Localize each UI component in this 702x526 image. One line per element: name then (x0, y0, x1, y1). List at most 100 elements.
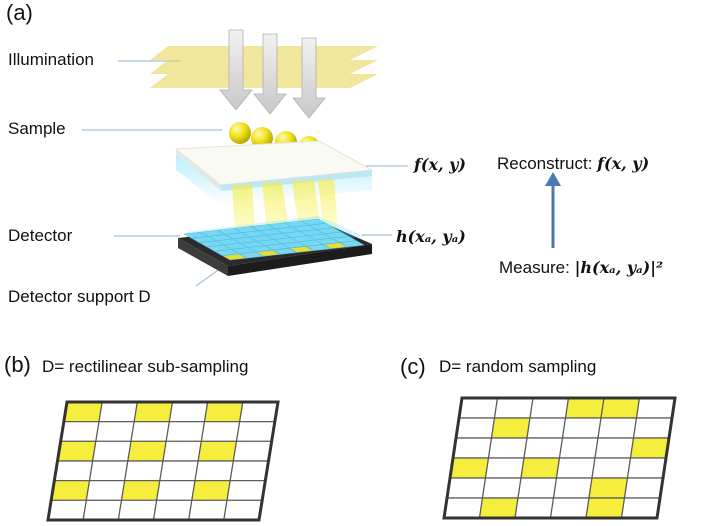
up-arrow-icon (545, 172, 561, 186)
panel-b-cell (200, 421, 241, 442)
down-arrow-icon (292, 37, 326, 119)
panel-c-cell (452, 437, 493, 459)
panel-b-cell (85, 480, 126, 501)
panel-c-grid (442, 396, 677, 520)
panel-b-cell (152, 499, 193, 521)
panel-b-cell (47, 499, 88, 521)
detector-field: h(xₐ, yₐ) (396, 227, 466, 246)
panel-c-cell (620, 497, 661, 519)
panel-c-cell (526, 417, 567, 439)
down-arrow-icon (253, 33, 287, 115)
panel-b-cell (98, 401, 139, 423)
detector-label: Detector (8, 226, 73, 245)
illumination-label: Illumination (8, 50, 94, 69)
panel-c-cell (458, 397, 499, 419)
panel-c-cell (529, 397, 570, 419)
panel-b-cell (123, 460, 164, 482)
panel-c-cell (481, 477, 522, 499)
panel-b-cell (88, 460, 129, 482)
panel-c-sampled-cell (449, 457, 490, 479)
panel-b-sampled-cell (50, 480, 91, 501)
panel-b-cell (95, 421, 135, 442)
panel-b-cell (130, 421, 171, 442)
panel-b-sampled-cell (120, 480, 161, 501)
panel-b-sampled-cell (191, 480, 231, 501)
detector-glow (186, 216, 364, 256)
panel-a-label: (a) (6, 0, 33, 25)
detector-support-label: Detector support D (8, 287, 151, 306)
panel-c-cell (597, 417, 638, 439)
panel-b-cell (82, 499, 123, 521)
illumination-arrows (219, 29, 326, 119)
sample-label: Sample (8, 119, 66, 138)
panel-b-cell (223, 499, 263, 521)
measure-prefix: Measure: (499, 258, 575, 277)
panel-b-cell (235, 421, 276, 442)
panel-b-cell (165, 421, 206, 442)
panel-c-sampled-cell (490, 417, 531, 439)
panel-c-sampled-cell (629, 437, 670, 459)
panel-c-cell (549, 497, 590, 519)
panel-b-sampled-cell (63, 401, 103, 423)
object-function: f(x, y) (414, 155, 466, 174)
panel-c-sampled-cell (520, 457, 561, 479)
panel-c-border (442, 396, 677, 520)
panel-b-cell (168, 401, 209, 423)
panel-b-sampled-cell (56, 440, 97, 462)
panel-c-cell (623, 477, 664, 499)
detector-pixel (338, 240, 365, 248)
panel-b-grid (46, 400, 280, 522)
panel-b-label: (b) (4, 352, 31, 377)
panel-c-cell (455, 417, 496, 439)
panel-b-cell (53, 460, 94, 482)
panel-c-cell (555, 457, 596, 479)
panel-c-caption: D= random sampling (439, 357, 597, 376)
panel-c-cell (517, 477, 558, 499)
panel-b-sampled-cell (197, 440, 238, 462)
detector-pixel-grid (183, 218, 365, 261)
panel-c-cell (443, 497, 484, 519)
reconstruct-math: f(x, y) (597, 154, 650, 173)
panel-b-cell (187, 499, 228, 521)
panel-b-sampled-cell (127, 440, 167, 462)
measure-math: |h(xₐ, yₐ)|² (574, 258, 664, 277)
panel-b-cell (91, 440, 132, 462)
panel-b-cell (226, 480, 267, 501)
panel-c-cell (594, 437, 635, 459)
panel-c-sampled-cell (600, 397, 641, 419)
panel-c-cell (446, 477, 487, 499)
panel-b-caption: D= rectilinear sub-sampling (42, 357, 249, 376)
panel-b-cell (117, 499, 158, 521)
panel-b-cell (59, 421, 100, 442)
panel-b-cell (155, 480, 196, 501)
panel-c-cell (626, 457, 667, 479)
panel-c-cell (632, 417, 673, 439)
panel-c-sampled-cell (585, 497, 626, 519)
panel-b-border (46, 400, 280, 522)
panel-c-sampled-cell (478, 497, 519, 519)
panel-c-cell (635, 397, 676, 419)
panel-c-cell (487, 437, 528, 459)
reconstruct-text: Reconstruct: f(x, y) (497, 154, 649, 174)
panel-c-cell (558, 437, 599, 459)
panel-b-cell (229, 460, 270, 482)
panel-c-cell (552, 477, 593, 499)
panel-c-cell (561, 417, 602, 439)
panel-b-cell (194, 460, 235, 482)
panel-b-cell (159, 460, 199, 482)
panel-b-cell (238, 401, 279, 423)
panel-c-cell (523, 437, 564, 459)
reconstruct-prefix: Reconstruct: (497, 154, 598, 173)
panel-b-cell (162, 440, 203, 462)
panel-b-sampled-cell (133, 401, 174, 423)
panel-c-cell (514, 497, 555, 519)
measure-text: Measure: |h(xₐ, yₐ)|² (499, 258, 663, 278)
panel-c-sampled-cell (588, 477, 629, 499)
panel-c-label: (c) (400, 354, 426, 379)
panel-c-sampled-cell (564, 397, 605, 419)
panel-c-cell (484, 457, 525, 479)
panel-b-sampled-cell (203, 401, 244, 423)
panel-c-cell (591, 457, 632, 479)
panel-b-cell (232, 440, 273, 462)
